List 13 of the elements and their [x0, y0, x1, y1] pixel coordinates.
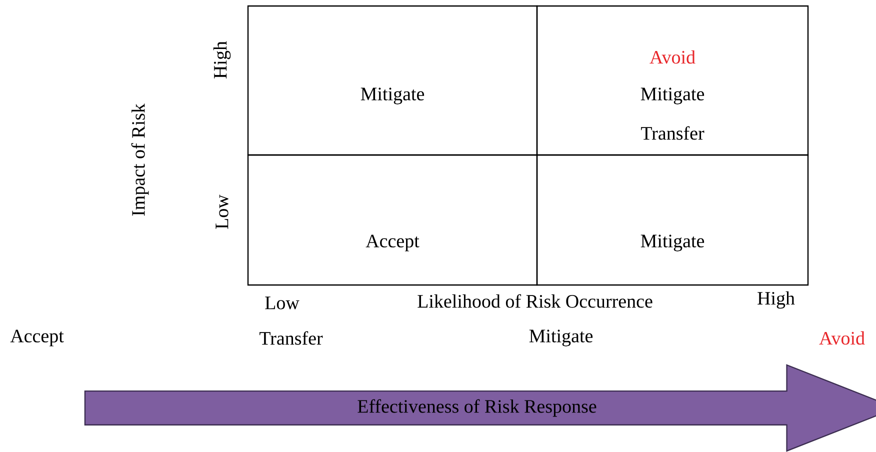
grid-cell: Accept	[247, 154, 538, 286]
grid-cell: Mitigate	[536, 154, 809, 286]
grid-cell: Avoid Mitigate Transfer	[536, 5, 809, 156]
response-label: Transfer	[260, 331, 323, 345]
response-label: Mitigate	[529, 330, 593, 346]
axis-label: Low	[265, 296, 300, 310]
axis-label: Low	[216, 194, 228, 229]
response-label: Avoid	[819, 331, 865, 345]
axis-label: Impact of Risk	[131, 104, 149, 216]
response-label: Accept	[10, 330, 64, 346]
grid-cell: Mitigate	[247, 5, 538, 156]
axis-label: Likelihood of Risk Occurrence	[418, 294, 652, 308]
axis-label: High	[758, 291, 795, 309]
